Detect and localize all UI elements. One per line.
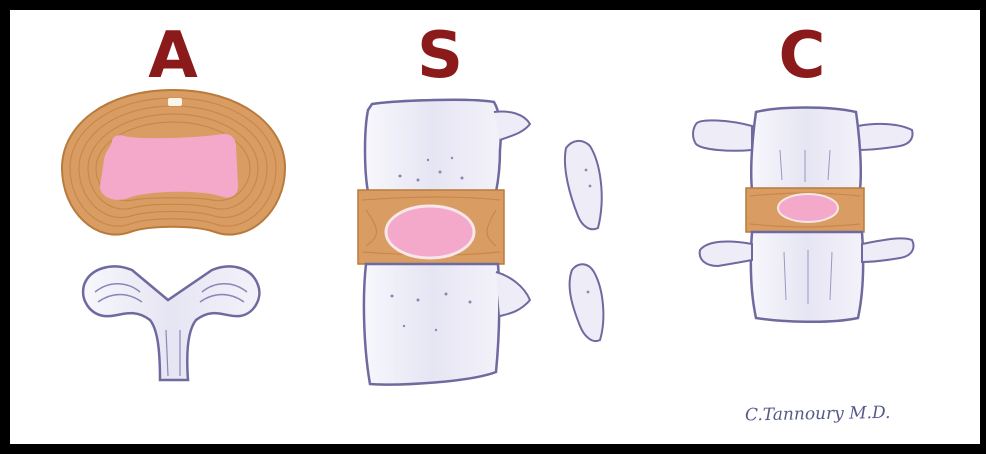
- coronal-nucleus: [778, 194, 838, 222]
- coronal-view: [693, 108, 914, 322]
- sagittal-view: [358, 100, 603, 385]
- sagittal-nucleus: [386, 206, 474, 258]
- coronal-upper-vertebra: [751, 108, 861, 191]
- sagittal-spinous-processes: [565, 141, 603, 341]
- coronal-lower-vertebra: [751, 232, 863, 322]
- sagittal-lower-vertebra: [364, 264, 499, 385]
- axial-nucleus: [100, 134, 238, 200]
- artist-signature: C.Tannoury M.D.: [745, 403, 905, 426]
- axial-view: [62, 90, 285, 380]
- axial-posterior-elements: [83, 266, 259, 380]
- sagittal-upper-vertebra: [365, 100, 501, 192]
